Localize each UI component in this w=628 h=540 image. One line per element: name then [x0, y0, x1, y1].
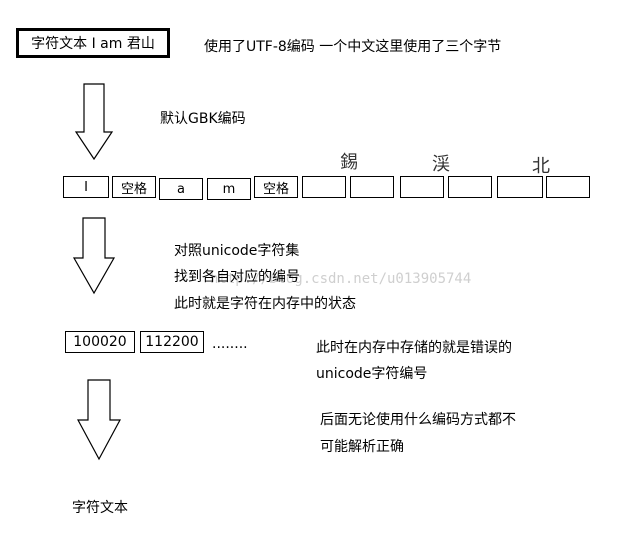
- lookup-line-1: 对照unicode字符集: [174, 243, 300, 259]
- byte-cell: 空格: [112, 176, 156, 198]
- ellipsis: ........: [212, 336, 248, 352]
- byte-cell: [448, 176, 492, 198]
- utf8-note: 使用了UTF-8编码 一个中文这里使用了三个字节: [204, 39, 502, 55]
- conclusion-line-2: 可能解析正确: [320, 439, 404, 455]
- source-text-box: 字符文本 I am 君山: [16, 28, 170, 58]
- byte-cell: [350, 176, 394, 198]
- garbled-char-3: 北: [532, 156, 550, 177]
- byte-cell: I: [63, 176, 109, 198]
- byte-cell: a: [159, 178, 203, 200]
- down-arrow-icon: [74, 83, 114, 161]
- result-label: 字符文本: [72, 500, 128, 516]
- conclusion-line-1: 后面无论使用什么编码方式都不: [320, 412, 516, 428]
- lookup-line-2: 找到各自对应的编号: [174, 269, 300, 285]
- code-cell: 112200: [140, 331, 204, 353]
- memory-note-line-1: 此时在内存中存储的就是错误的: [316, 340, 512, 356]
- memory-note-line-2: unicode字符编号: [316, 366, 428, 382]
- watermark: http://blog.csdn.net/u013905744: [210, 271, 472, 287]
- lookup-line-3: 此时就是字符在内存中的状态: [174, 296, 356, 312]
- byte-cell: m: [207, 178, 251, 200]
- byte-cell: 空格: [254, 176, 298, 198]
- gbk-note: 默认GBK编码: [160, 111, 246, 127]
- byte-cell: [302, 176, 346, 198]
- byte-cell: [546, 176, 590, 198]
- byte-cell: [400, 176, 444, 198]
- garbled-char-2: 渓: [432, 154, 450, 175]
- garbled-char-1: 錫: [340, 152, 358, 173]
- down-arrow-icon: [76, 379, 122, 461]
- down-arrow-icon: [72, 217, 116, 295]
- byte-cell: [497, 176, 543, 198]
- code-cell: 100020: [65, 331, 135, 353]
